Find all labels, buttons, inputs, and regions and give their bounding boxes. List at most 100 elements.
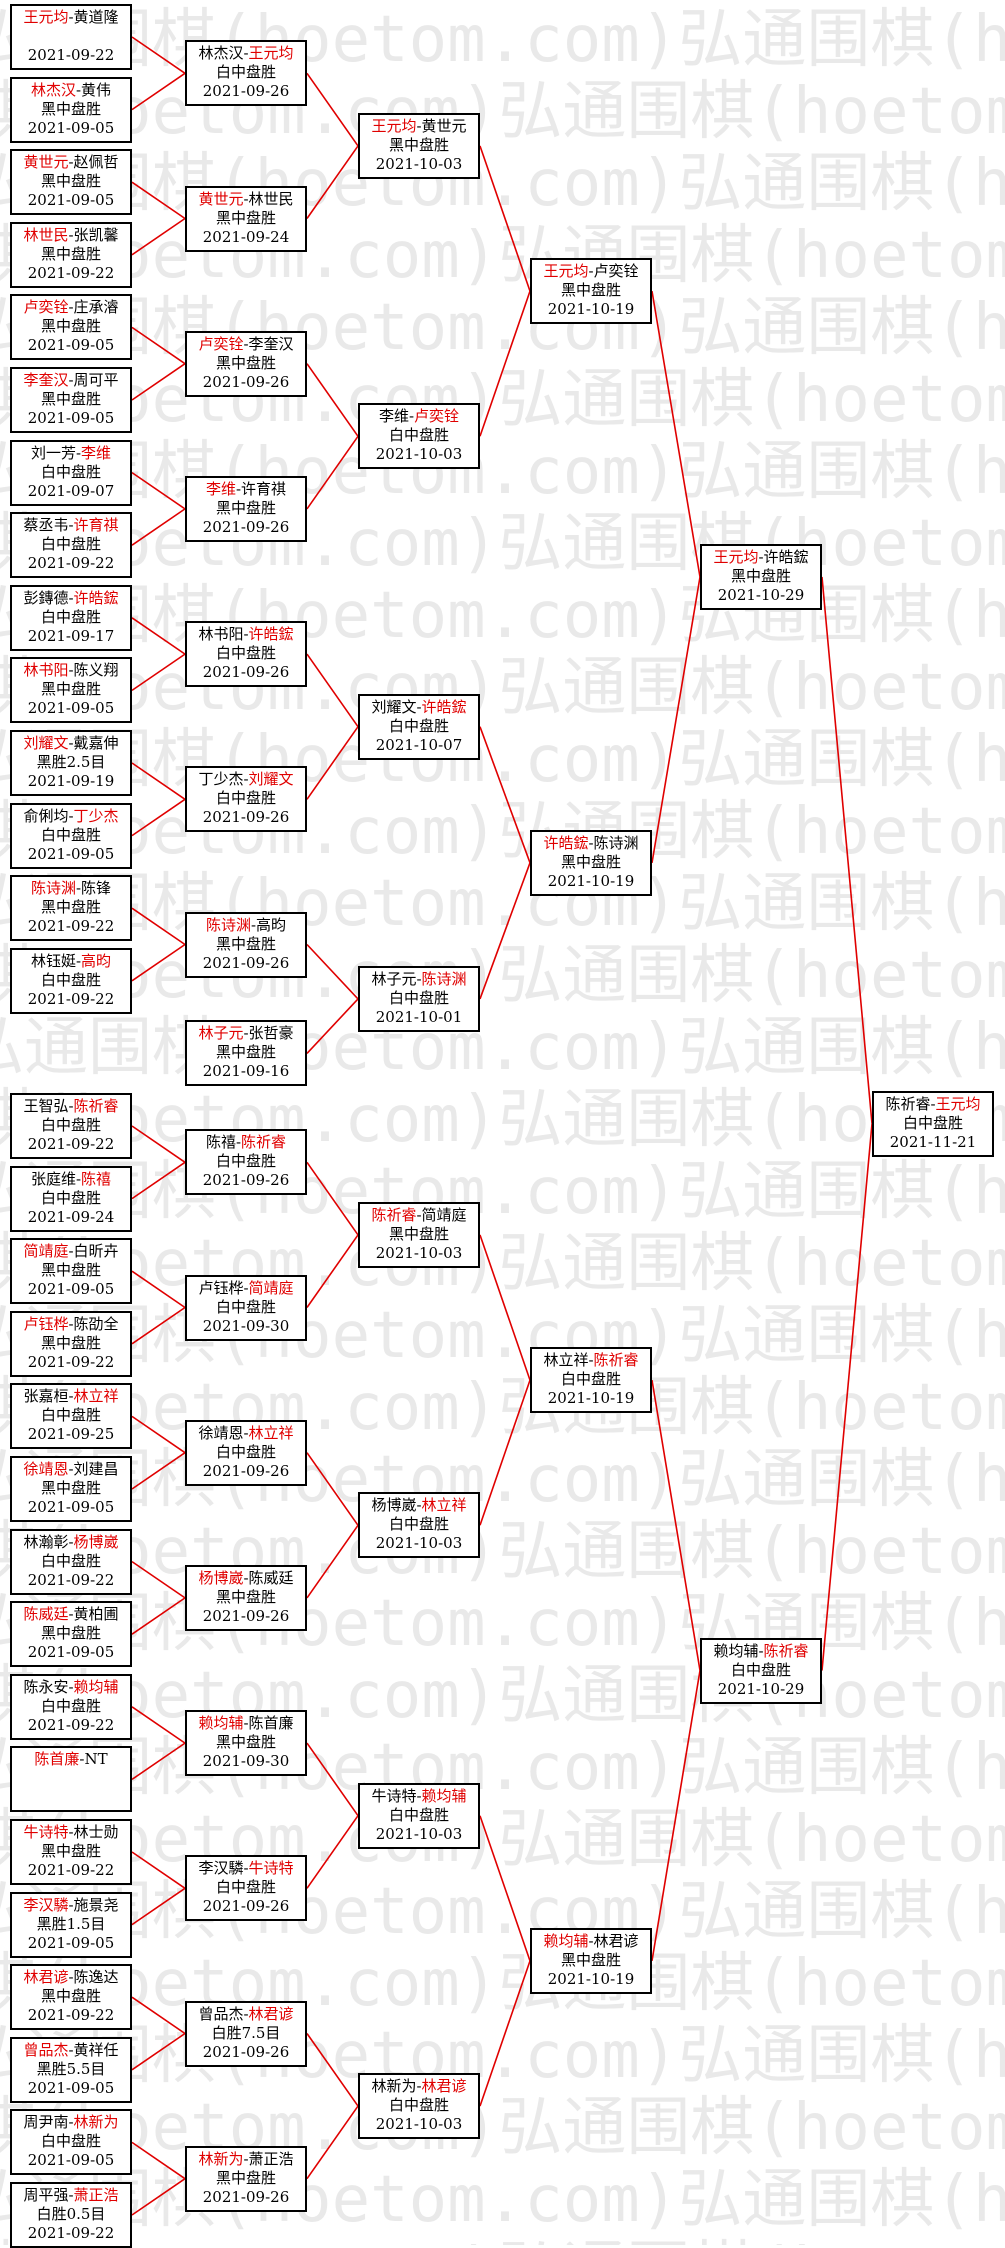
player-black: 牛诗特 [23, 1823, 69, 1841]
player-white: 林君谚 [248, 2004, 294, 2023]
match-date: 2021-09-05 [27, 1498, 115, 1516]
match-players: 陈首廉-NT [12, 1750, 130, 1769]
player-black: 李维 [378, 407, 409, 426]
connector-line [306, 435, 359, 510]
player-black: 林子元 [198, 1024, 244, 1043]
connector-line [131, 363, 186, 401]
match-date: 2021-10-29 [717, 1679, 805, 1698]
match-players: 刘一芳-李维 [12, 444, 130, 463]
player-black: 周平强 [23, 2186, 69, 2204]
match-players: 周尹南-林新为 [12, 2113, 130, 2132]
connector-line [131, 1125, 186, 1163]
player-black: 俞俐均 [23, 806, 69, 825]
player-white: 卢奕铨 [593, 262, 639, 281]
player-black: 周尹南 [23, 2113, 69, 2132]
connector-line [131, 1560, 186, 1599]
match-result: 黑中盘胜 [215, 2168, 276, 2187]
match-date: 2021-09-16 [202, 1062, 290, 1081]
match-date: 2021-09-05 [27, 2151, 115, 2170]
match-result: 白中盘胜 [40, 607, 101, 626]
versus-dash: - [68, 2040, 74, 2059]
match-result: 黑中盘胜 [215, 1043, 276, 1062]
versus-dash: - [68, 516, 74, 535]
match-result: 白中盘胜 [388, 2096, 449, 2115]
match-players: 陈祈睿-王元均 [874, 1095, 992, 1114]
player-white: 陈诗渊 [421, 969, 467, 988]
connector-line [821, 576, 873, 1124]
player-black: 王元均 [543, 262, 589, 281]
connector-line [131, 72, 186, 111]
match-players: 卢钰桦-陈劭全 [12, 1315, 130, 1334]
connector-line [131, 508, 186, 546]
versus-dash: - [243, 334, 249, 353]
player-white: 许育祺 [73, 516, 119, 535]
player-white: 林立祥 [248, 1423, 294, 1442]
match-players: 王智弘-陈祈睿 [12, 1097, 130, 1116]
connector-line [306, 726, 359, 800]
match-date: 2021-09-07 [27, 481, 115, 500]
connector-line [131, 1452, 186, 1490]
match-date: 2021-09-22 [27, 2006, 115, 2025]
match-players: 赖均辅-陈首廉 [187, 1714, 305, 1733]
match-result: 白中盘胜 [40, 535, 101, 554]
connector-line [131, 1161, 186, 1200]
player-white: 王元均 [248, 44, 294, 63]
player-black: 林书阳 [23, 661, 69, 680]
connector-line [306, 1452, 359, 1526]
player-black: 黄世元 [198, 189, 244, 208]
player-white: 黄祥任 [73, 2040, 119, 2059]
versus-dash: - [243, 1568, 249, 1587]
player-black: 李汉驎 [198, 1859, 244, 1878]
versus-dash: - [588, 262, 594, 281]
versus-dash: - [930, 1094, 936, 1113]
connector-line [131, 762, 186, 800]
connector-line [131, 2032, 186, 2071]
connector-line [131, 907, 186, 946]
player-black: 刘耀文 [23, 734, 69, 752]
versus-dash: - [416, 1496, 422, 1515]
player-black: 许皓鋐 [543, 833, 589, 852]
connector-line [131, 1706, 186, 1744]
match-date: 2021-09-05 [27, 1933, 115, 1952]
match-players: 赖均辅-陈祈睿 [702, 1642, 820, 1661]
match-players: 李汉驎-牛诗特 [187, 1859, 305, 1878]
match-date: 2021-09-05 [27, 2078, 115, 2097]
match-players: 牛诗特-林士勋 [12, 1823, 130, 1842]
match-players: 蔡丞韦-许育祺 [12, 516, 130, 535]
match-players: 周平强-萧正浩 [12, 2186, 130, 2205]
match-result: 黑中盘胜 [730, 566, 791, 585]
match-result: 白中盘胜 [40, 2132, 101, 2151]
match-date: 2021-10-03 [375, 445, 463, 464]
match-players: 林子元-张哲豪 [187, 1024, 305, 1043]
match-players: 林世民-张凯馨 [12, 226, 130, 245]
player-white: 杨博崴 [73, 1532, 119, 1551]
match-result: 白中盘胜 [388, 1515, 449, 1534]
match-players: 李奎汉-周可平 [12, 371, 130, 390]
player-white: 李奎汉 [248, 334, 294, 353]
player-white: 张凯馨 [73, 225, 119, 244]
match-date: 2021-09-26 [202, 372, 290, 391]
versus-dash: - [68, 1387, 74, 1406]
connector-line [651, 1379, 701, 1671]
match-players: 林子元-陈诗渊 [360, 970, 478, 989]
player-white: 陈义翔 [73, 661, 119, 680]
match-date: 2021-09-26 [202, 808, 290, 827]
match-result: 黑胜2.5目 [36, 753, 106, 771]
connector-line [131, 943, 186, 982]
versus-dash: - [75, 80, 82, 99]
match-result: 白中盘胜 [215, 789, 276, 808]
connector-line [131, 1887, 186, 1926]
player-black: 牛诗特 [371, 1786, 417, 1805]
